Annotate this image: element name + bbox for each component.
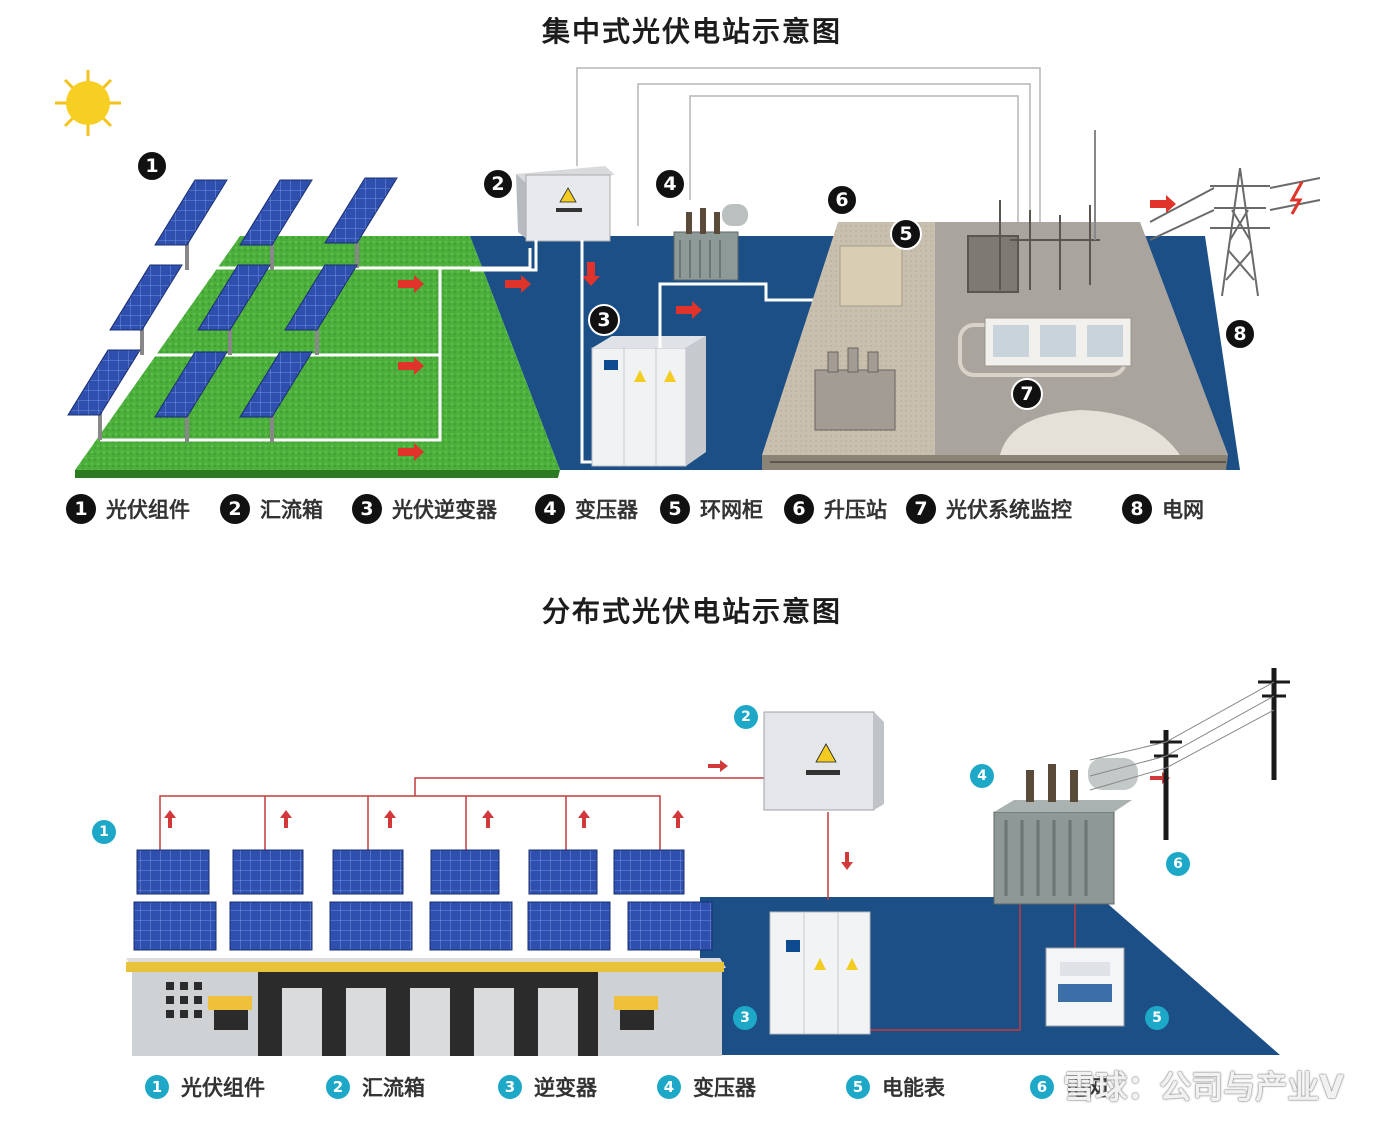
badge-energy-meter: 5 bbox=[1145, 1006, 1169, 1030]
legend-label: 变压器 bbox=[575, 498, 638, 522]
combiner-box bbox=[516, 166, 615, 242]
badge-grid-2: 6 bbox=[1166, 852, 1190, 876]
badge-substation: 6 bbox=[826, 184, 858, 216]
title-distributed: 分布式光伏电站示意图 bbox=[541, 595, 842, 628]
legend-number: 1 bbox=[66, 494, 96, 524]
transformer-2 bbox=[993, 758, 1138, 905]
legend-item-combiner-box: 2 汇流箱 bbox=[220, 494, 323, 524]
legend-number: 3 bbox=[352, 494, 382, 524]
watermark: 雪球：公司与产业V bbox=[1063, 1068, 1344, 1106]
legend-label: 逆变器 bbox=[534, 1076, 597, 1100]
substation-equipment bbox=[967, 130, 1100, 293]
legend-item-inverter: 3 光伏逆变器 bbox=[352, 494, 497, 524]
badge-rooftop-modules: 1 bbox=[92, 820, 116, 844]
legend-item-monitoring: 7 光伏系统监控 bbox=[906, 494, 1072, 524]
building bbox=[126, 958, 726, 1056]
rooftop-solar-panels bbox=[133, 849, 713, 951]
legend-label: 光伏组件 bbox=[106, 498, 190, 522]
badge-grid: 8 bbox=[1224, 318, 1256, 350]
inverter-2 bbox=[769, 911, 871, 1035]
legend-label: 光伏逆变器 bbox=[392, 498, 497, 522]
legend-label: 变压器 bbox=[693, 1076, 756, 1100]
substation bbox=[762, 130, 1228, 470]
legend-number: 2 bbox=[326, 1075, 350, 1099]
legend-number: 5 bbox=[846, 1075, 870, 1099]
badge-combiner-box: 2 bbox=[482, 168, 514, 200]
badge-transformer: 4 bbox=[654, 168, 686, 200]
legend-item-solar-modules: 1 光伏组件 bbox=[66, 494, 190, 524]
legend-number: 1 bbox=[145, 1075, 169, 1099]
centralized-diagram bbox=[55, 67, 1321, 478]
transformer bbox=[673, 204, 748, 281]
sun-icon bbox=[55, 70, 121, 136]
legend-label: 环网柜 bbox=[700, 498, 763, 522]
legend-item-ring-main-unit: 5 环网柜 bbox=[660, 494, 763, 524]
legend-number: 8 bbox=[1122, 494, 1152, 524]
legend-item-grid: 8 电网 bbox=[1122, 494, 1204, 524]
legend-number: 4 bbox=[657, 1075, 681, 1099]
badge-inverter: 3 bbox=[588, 304, 620, 336]
legend-label: 光伏系统监控 bbox=[946, 498, 1072, 522]
legend-label: 汇流箱 bbox=[362, 1076, 425, 1100]
title-centralized: 集中式光伏电站示意图 bbox=[541, 15, 842, 48]
legend-item-transformer: 4 变压器 bbox=[535, 494, 638, 524]
legend-label: 升压站 bbox=[824, 498, 887, 522]
legend2-item-grid: 6 电网 bbox=[1030, 1072, 1108, 1102]
power-tower-icon bbox=[1149, 167, 1321, 297]
legend2-item-transformer: 4 变压器 bbox=[657, 1072, 756, 1102]
legend-number: 7 bbox=[906, 494, 936, 524]
legend-label: 电能表 bbox=[882, 1076, 945, 1100]
legend-label: 电网 bbox=[1066, 1076, 1108, 1100]
legend-number: 4 bbox=[535, 494, 565, 524]
energy-meter bbox=[1045, 947, 1125, 1027]
legend-label: 光伏组件 bbox=[181, 1076, 265, 1100]
badge-solar-modules: 1 bbox=[136, 150, 168, 182]
legend-number: 6 bbox=[784, 494, 814, 524]
badge-monitoring: 7 bbox=[1011, 378, 1043, 410]
badge-combiner-box-2: 2 bbox=[734, 705, 758, 729]
control-building bbox=[984, 317, 1132, 367]
legend-number: 3 bbox=[498, 1075, 522, 1099]
legend-number: 6 bbox=[1030, 1075, 1054, 1099]
legend-item-substation: 6 升压站 bbox=[784, 494, 887, 524]
badge-transformer-2: 4 bbox=[970, 764, 994, 788]
badge-ring-main-unit: 5 bbox=[890, 218, 922, 250]
badge-inverter-2: 3 bbox=[733, 1006, 757, 1030]
legend2-item-solar-modules: 1 光伏组件 bbox=[145, 1072, 265, 1102]
legend2-item-combiner-box: 2 汇流箱 bbox=[326, 1072, 425, 1102]
legend2-item-energy-meter: 5 电能表 bbox=[846, 1072, 945, 1102]
lightning-icon bbox=[1289, 181, 1304, 215]
utility-pole-icon bbox=[1089, 668, 1290, 840]
legend-number: 5 bbox=[660, 494, 690, 524]
inverter bbox=[591, 336, 706, 467]
legend-number: 2 bbox=[220, 494, 250, 524]
solar-array bbox=[67, 177, 398, 442]
legend-label: 汇流箱 bbox=[260, 498, 323, 522]
legend-label: 电网 bbox=[1162, 498, 1204, 522]
combiner-box-2 bbox=[763, 711, 884, 811]
outdoor-transformers bbox=[814, 347, 896, 431]
legend2-item-inverter: 3 逆变器 bbox=[498, 1072, 597, 1102]
